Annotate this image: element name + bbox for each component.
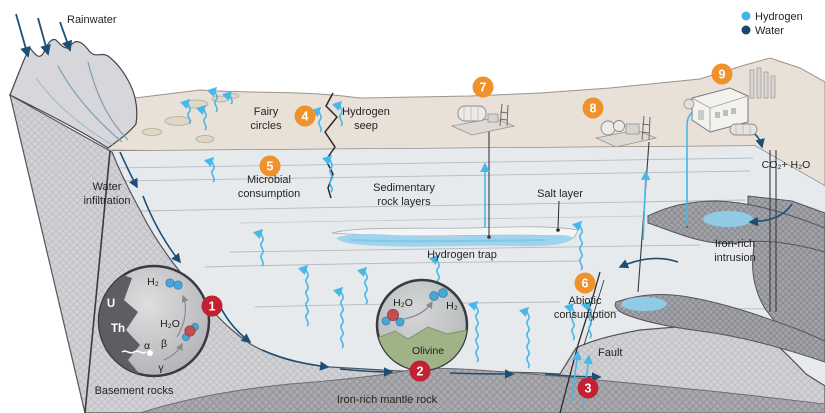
svg-text:Hydrogen: Hydrogen [342, 106, 390, 118]
hydrogen-legend-label: Hydrogen [755, 11, 803, 23]
marker-3: 3 [577, 377, 599, 399]
drill-rig-7-icon [450, 103, 516, 136]
marker-4: 4 [294, 105, 316, 127]
fairy-circles-label: Fairy circles [250, 106, 282, 132]
svg-text:consumption: consumption [238, 188, 300, 200]
h2-molecule [429, 288, 448, 301]
svg-text:9: 9 [719, 68, 726, 82]
svg-text:8: 8 [590, 102, 597, 116]
gamma-label: γ [158, 362, 164, 374]
hydrogen-legend-dot [741, 11, 751, 21]
water-infiltration-label: Water infiltration [83, 181, 130, 207]
olivine-zone [377, 326, 467, 370]
svg-text:Abiotic: Abiotic [568, 295, 602, 307]
beta-label: β [161, 338, 167, 350]
intrusion-hydrogen-patch-2 [621, 297, 667, 311]
h2o-molecule [381, 309, 405, 327]
h2o-label: H₂O [393, 297, 413, 309]
mountains [9, 38, 138, 149]
marker-5: 5 [259, 155, 281, 177]
svg-text:4: 4 [302, 110, 309, 124]
mountain-stream [87, 61, 129, 141]
legend: Hydrogen Water [741, 11, 803, 37]
iron-rich-intrusion-mass [614, 195, 825, 363]
svg-text:Water: Water [93, 181, 122, 193]
hydrogen-trap-accumulation [336, 234, 574, 247]
water-flow-arrows [119, 127, 793, 382]
h2o-molecule [182, 323, 199, 341]
h2o-label: H₂O [160, 318, 180, 330]
basement-rocks-label: Basement rocks [95, 385, 174, 397]
hydrogen-trap-label: Hydrogen trap [427, 249, 497, 261]
thorium-label: Th [111, 323, 125, 335]
radiation-wave [121, 350, 147, 354]
marker-1: 1 [201, 295, 223, 317]
marker-7: 7 [472, 76, 494, 98]
mountain-stream [35, 77, 115, 147]
fault-label: Fault [598, 347, 622, 359]
h2-label: H₂ [446, 300, 458, 312]
marker-8: 8 [582, 97, 604, 119]
svg-text:7: 7 [480, 81, 487, 95]
hydrogen-plant-icon [683, 67, 776, 136]
svg-text:6: 6 [582, 277, 589, 291]
svg-text:3: 3 [585, 382, 592, 396]
rainwater-arrows [15, 13, 73, 58]
hydrogen-seep-label: Hydrogen seep [342, 106, 390, 132]
olivine-inset: H₂O H₂ Olivine [375, 278, 469, 372]
salt-layer-label: Salt layer [537, 188, 583, 200]
svg-text:intrusion: intrusion [714, 252, 756, 264]
drill-rig-8-icon [594, 115, 658, 148]
injection-well-bore [769, 150, 777, 312]
svg-text:1: 1 [209, 300, 216, 314]
intrusion-hydrogen-patch [703, 211, 753, 227]
olivine-label: Olivine [412, 345, 444, 357]
fault-line [559, 271, 605, 413]
sedimentary-rock-layers-label: Sedimentary rock layers [373, 182, 435, 208]
iron-rich-intrusion-label: Iron-rich intrusion [714, 238, 756, 264]
alpha-label: α [144, 340, 150, 352]
marker-6: 6 [574, 272, 596, 294]
svg-text:rock layers: rock layers [377, 196, 431, 208]
svg-text:infiltration: infiltration [83, 195, 130, 207]
uranium-label: U [107, 298, 115, 310]
iron-rich-mantle-rock-label: Iron-rich mantle rock [337, 394, 438, 406]
co2-h2o-label: CO₂+ H₂O [762, 159, 811, 171]
svg-text:Sedimentary: Sedimentary [373, 182, 435, 194]
svg-text:consumption: consumption [554, 309, 616, 321]
svg-text:2: 2 [417, 365, 424, 379]
svg-text:circles: circles [250, 120, 282, 132]
well-8-production-arrow [640, 170, 651, 241]
h2-molecule [165, 278, 183, 290]
marker-9: 9 [711, 63, 733, 85]
svg-text:seep: seep [354, 120, 378, 132]
h2-label: H₂ [147, 276, 159, 288]
iron-rich-mantle-band [139, 367, 825, 413]
svg-text:Fairy: Fairy [254, 106, 279, 118]
svg-text:Microbial: Microbial [247, 174, 291, 186]
marker-2: 2 [409, 360, 431, 382]
abiotic-consumption-label: Abiotic consumption [554, 295, 616, 321]
salt-layer-pointer [556, 200, 560, 232]
mountain-stream [57, 65, 123, 143]
microbial-consumption-label: Microbial consumption [238, 174, 300, 200]
water-legend-dot [741, 25, 751, 35]
radiation-particle [147, 350, 153, 356]
svg-text:5: 5 [267, 160, 274, 174]
water-legend-label: Water [755, 25, 784, 37]
svg-text:Iron-rich: Iron-rich [715, 238, 755, 250]
hydrogen-flow-arrows [179, 86, 706, 408]
rainwater-label: Rainwater [67, 14, 117, 26]
